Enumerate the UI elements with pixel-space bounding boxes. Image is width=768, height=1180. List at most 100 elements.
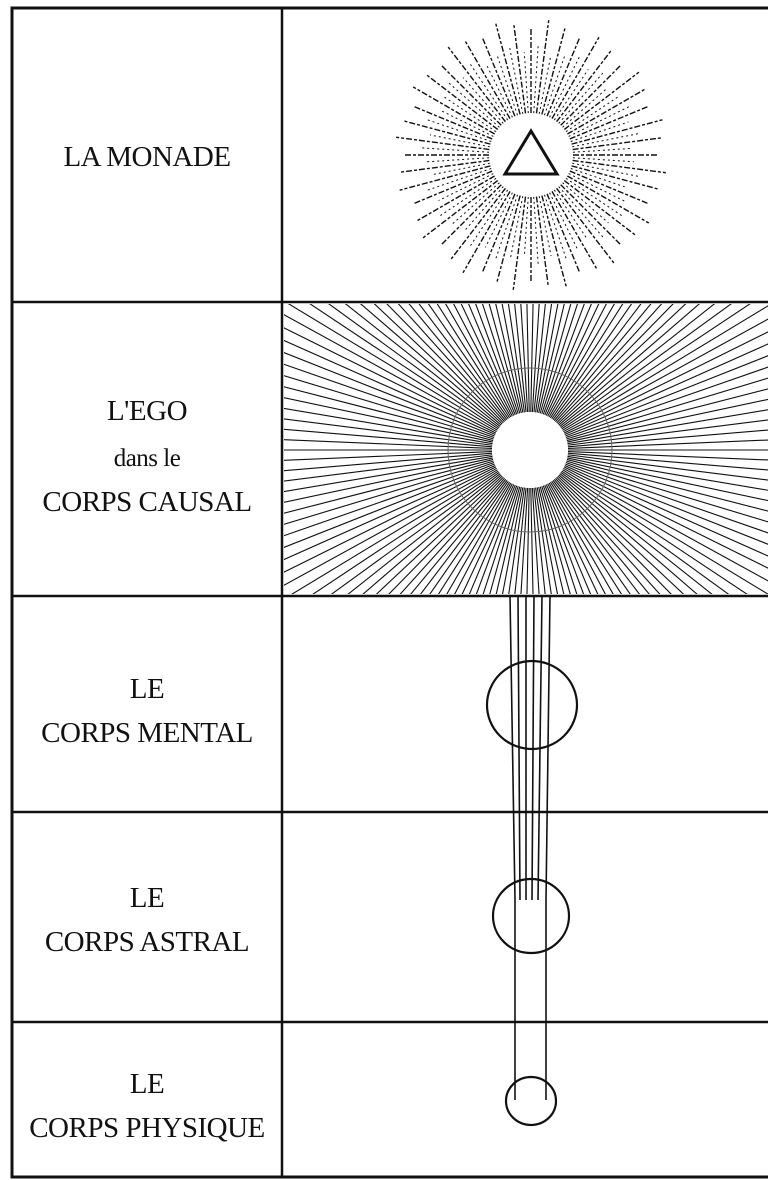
ego-ray [545, 485, 693, 837]
ego-ray [536, 488, 592, 866]
monade-ray [564, 181, 635, 236]
monade-ray [564, 72, 639, 129]
label-ego-line1: L'EGO [107, 395, 187, 427]
monade-ray [557, 50, 612, 121]
label-monade: LA MONADE [63, 141, 230, 173]
ego-ray [550, 482, 755, 805]
monade-ray [554, 190, 586, 238]
ego-ray [236, 477, 503, 750]
ego-ray [546, 484, 709, 830]
ego-ray [305, 95, 510, 418]
row-labels: LA MONADE L'EGO dans le CORPS CAUSAL LE … [29, 141, 265, 1144]
monade-ray [440, 64, 501, 125]
ego-ray [154, 263, 496, 433]
ego-ray [545, 63, 693, 415]
physical-body-circle [506, 1077, 556, 1125]
beam-line [510, 596, 515, 900]
monade-ray [554, 69, 588, 120]
monade-ray [536, 20, 548, 113]
monade-ray [557, 188, 614, 263]
ego-ray [400, 51, 518, 414]
ego-ray [555, 478, 768, 762]
ego-ray [557, 150, 768, 423]
monade-ray [485, 193, 512, 248]
ego-ray [224, 162, 502, 423]
ego-ray [224, 476, 502, 737]
monade-ray [513, 197, 525, 290]
monade-ray [451, 188, 506, 259]
ego-ray [553, 115, 768, 419]
ego-ray [553, 480, 768, 784]
monade-ray [561, 185, 622, 246]
monade-ray [426, 75, 497, 130]
ego-ray [180, 218, 498, 429]
ego-ray [561, 203, 768, 428]
monade-ray [573, 160, 666, 172]
monade-ray [495, 195, 518, 261]
ego-ray [531, 30, 539, 412]
ego-core [492, 412, 568, 488]
ego-ray [400, 486, 518, 849]
monade-ray [563, 89, 607, 127]
monade-ray [439, 174, 494, 201]
ego-ray [561, 472, 768, 697]
monade-ray [465, 187, 503, 231]
ego-ray [567, 456, 768, 520]
ego-ray [557, 477, 768, 750]
label-mental-line1: LE [130, 673, 164, 705]
ego-ray [563, 470, 768, 668]
ego-ray [367, 485, 515, 837]
label-astral-line2: CORPS ASTRAL [45, 926, 249, 958]
beam-line [546, 596, 550, 900]
monade-ray [428, 120, 491, 142]
monade-ray [566, 96, 619, 132]
label-astral-line1: LE [130, 882, 164, 914]
ego-ray [171, 232, 498, 430]
ego-ray [451, 487, 523, 862]
label-physique-line1: LE [130, 1068, 164, 1100]
monade-core [490, 114, 572, 196]
label-ego-line3: CORPS CAUSAL [42, 486, 251, 518]
ego-ray [367, 63, 515, 415]
monade-ray [559, 187, 603, 237]
ego-ray [555, 138, 768, 422]
monade-ray [552, 191, 597, 269]
monade-ray [545, 195, 568, 261]
monade-ray [443, 96, 496, 132]
ego-ray [351, 484, 514, 830]
label-ego-line2: dans le [114, 445, 181, 472]
monade-ray [561, 64, 622, 125]
label-mental-line2: CORPS MENTAL [41, 717, 253, 749]
ego-ray [567, 380, 768, 444]
ego-ray [139, 295, 494, 436]
ego-ray [568, 432, 768, 448]
ego-ray [212, 176, 501, 426]
monade-ray [428, 169, 491, 191]
monade-ray [396, 137, 489, 149]
body-symbols [448, 114, 612, 1125]
monade-ray [448, 47, 505, 122]
monade-ray [465, 41, 510, 119]
label-physique-line2: CORPS PHYSIQUE [29, 1112, 265, 1144]
ego-ray [550, 95, 755, 418]
ego-ray [249, 138, 505, 422]
ego-ray [236, 150, 503, 423]
monade-ray [440, 185, 501, 246]
ego-ray [542, 486, 660, 849]
ego-ray [249, 478, 505, 762]
ego-ray [290, 105, 508, 419]
monade-ray [423, 181, 498, 238]
ego-ray [305, 482, 510, 805]
monade-ray [417, 176, 495, 221]
ego-ray [568, 452, 768, 468]
ego-ray [469, 35, 525, 413]
monade-ray [567, 89, 645, 134]
astral-body-circle [493, 879, 569, 953]
descending-beam [510, 596, 550, 1100]
ego-ray [534, 32, 574, 412]
ego-ray [212, 475, 501, 725]
mental-body-circle [487, 661, 577, 749]
ego-ray [262, 126, 505, 420]
ego-ray [290, 481, 508, 795]
